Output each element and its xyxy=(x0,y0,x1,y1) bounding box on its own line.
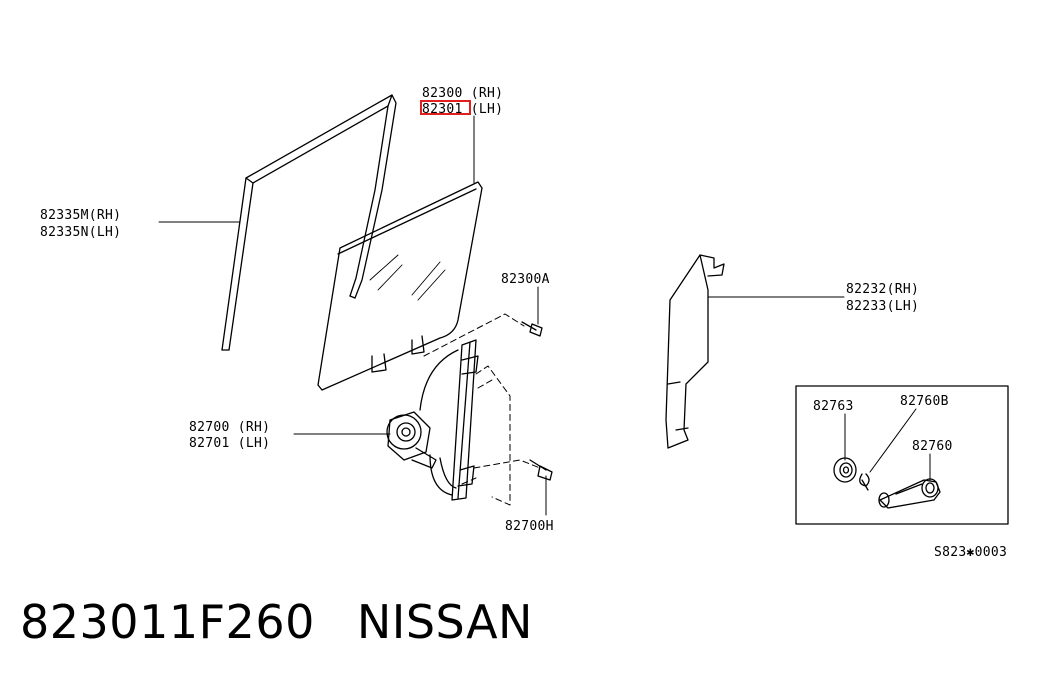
handle-inset-box xyxy=(795,385,1009,525)
label-escutcheon: 82763 xyxy=(813,399,854,414)
label-run-lh: 82335N(LH) xyxy=(40,225,121,240)
label-handle: 82760 xyxy=(912,439,953,454)
label-bolt-a: 82300A xyxy=(501,272,550,287)
highlight-box xyxy=(420,100,471,115)
label-reg-lh: 82701 (LH) xyxy=(189,436,270,451)
clip-82760b xyxy=(859,473,870,491)
door-glass xyxy=(317,181,483,391)
label-glass-rh: 82300 (RH) xyxy=(422,86,503,101)
reference-code: S823✱0003 xyxy=(934,545,1007,560)
label-sash-rh: 82232(RH) xyxy=(846,282,919,297)
label-sash-lh: 82233(LH) xyxy=(846,299,919,314)
window-regulator xyxy=(386,339,479,501)
label-reg-rh: 82700 (RH) xyxy=(189,420,270,435)
label-clip: 82760B xyxy=(900,394,949,409)
label-run-rh: 82335M(RH) xyxy=(40,208,121,223)
rear-sash xyxy=(665,254,725,449)
label-glass-lh: 82301 (LH) xyxy=(422,102,503,117)
escutcheon-82763 xyxy=(833,457,857,483)
bolt-82700h xyxy=(529,459,553,481)
label-bolt-h: 82700H xyxy=(505,519,554,534)
part-number: 823011F260 xyxy=(20,595,315,649)
brand-name: NISSAN xyxy=(356,595,533,649)
window-handle-82760 xyxy=(878,478,941,509)
bolt-82300a xyxy=(521,321,543,337)
footer-title: 823011F260 NISSAN xyxy=(20,595,533,649)
glass-run-channel xyxy=(221,94,397,351)
